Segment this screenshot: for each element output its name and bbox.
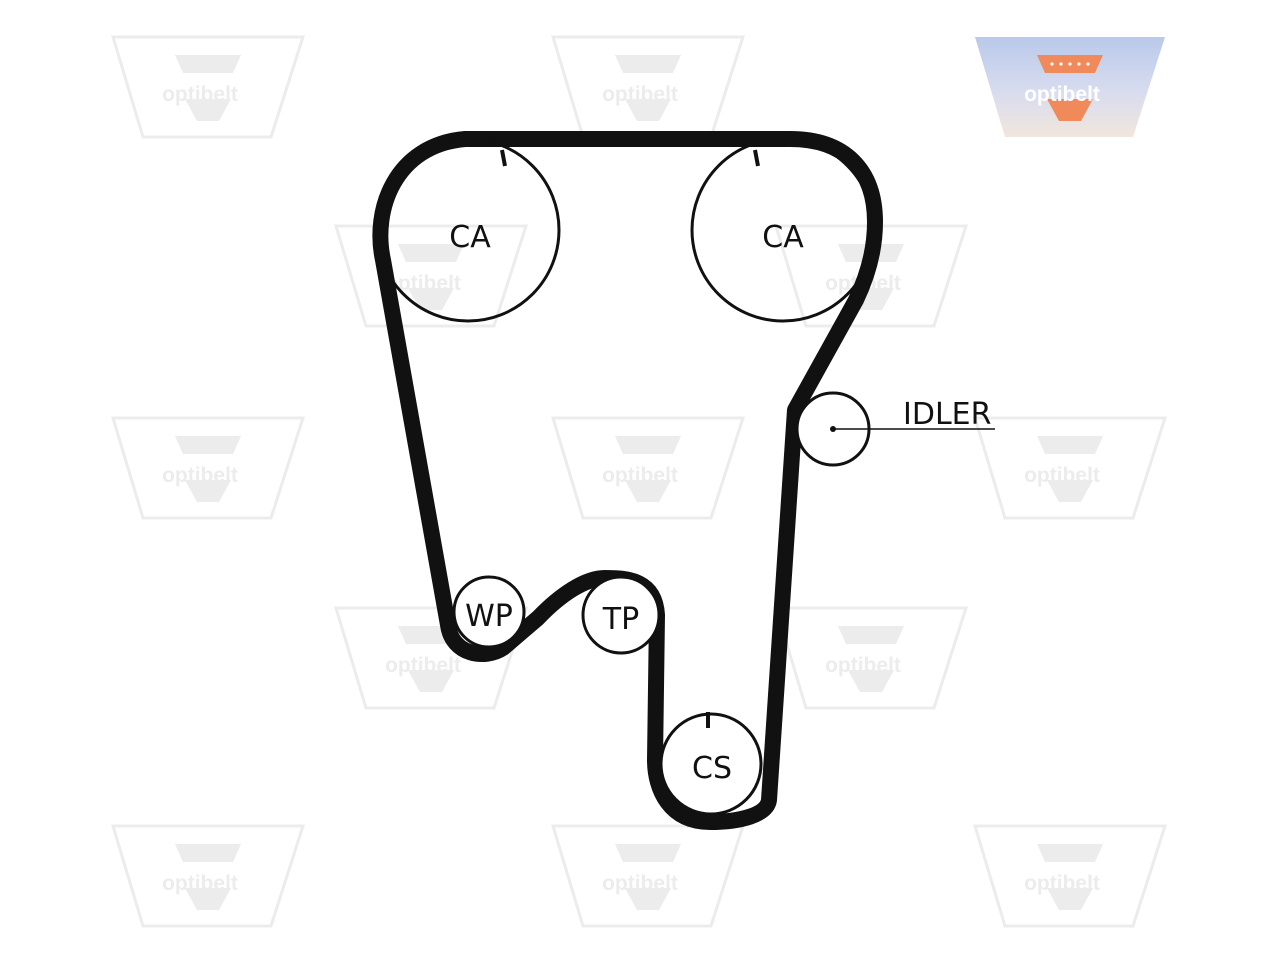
watermark-text: optibelt <box>602 464 678 487</box>
watermark-text: optibelt <box>162 83 238 106</box>
watermark-text: optibelt <box>385 654 461 677</box>
timing-mark <box>753 149 760 167</box>
logo-text: optibelt <box>1024 83 1100 106</box>
watermark-logo: optibelt <box>550 35 746 139</box>
pulley-cs: CS <box>659 712 763 816</box>
pulley-label-ca-left: CA <box>449 220 491 255</box>
watermark-text: optibelt <box>602 83 678 106</box>
pulley-label-wp: WP <box>465 599 513 634</box>
watermark-layer: optibelt optibelt optibelt optibelt optibelt… <box>110 35 1168 928</box>
watermark-logo: optibelt <box>550 416 746 520</box>
optibelt-logo: optibelt <box>975 37 1165 137</box>
watermark-text: optibelt <box>825 654 901 677</box>
watermark-logo: optibelt <box>110 416 306 520</box>
pulley-tp: TP <box>581 575 661 655</box>
watermark-logo: optibelt <box>972 416 1168 520</box>
pulley-tp-outline <box>581 575 661 655</box>
pulley-label-idler: IDLER <box>903 397 991 432</box>
pulley-label-ca-right: CA <box>762 220 804 255</box>
pulley-ca-left: CA <box>375 137 561 323</box>
watermark-logo: optibelt <box>333 224 529 328</box>
pulley-idler: IDLER <box>795 391 995 467</box>
logo-emblem-bottom <box>1047 99 1093 121</box>
watermark-text: optibelt <box>162 872 238 895</box>
pulley-label-cs: CS <box>692 751 732 786</box>
watermark-text: optibelt <box>1024 872 1100 895</box>
pulley-ca-left-outline <box>375 137 561 323</box>
timing-mark <box>500 149 507 167</box>
pulley-ca-right: CA <box>690 137 876 323</box>
watermark-text: optibelt <box>162 464 238 487</box>
logo-panel <box>975 37 1165 137</box>
pulley-cs-outline <box>659 712 763 816</box>
pulley-wp-outline <box>452 575 526 649</box>
pulley-ca-right-outline <box>690 137 876 323</box>
watermark-logo: optibelt <box>110 35 306 139</box>
watermark-logo: optibelt <box>110 824 306 928</box>
watermark-logo: optibelt <box>550 824 746 928</box>
pulley-label-tp: TP <box>602 602 639 637</box>
watermark-text: optibelt <box>602 872 678 895</box>
watermark-logo: optibelt <box>972 824 1168 928</box>
watermark-text: optibelt <box>385 272 461 295</box>
watermark-logo: optibelt <box>773 606 969 710</box>
pulley-wp: WP <box>452 575 526 649</box>
watermark-text: optibelt <box>1024 464 1100 487</box>
